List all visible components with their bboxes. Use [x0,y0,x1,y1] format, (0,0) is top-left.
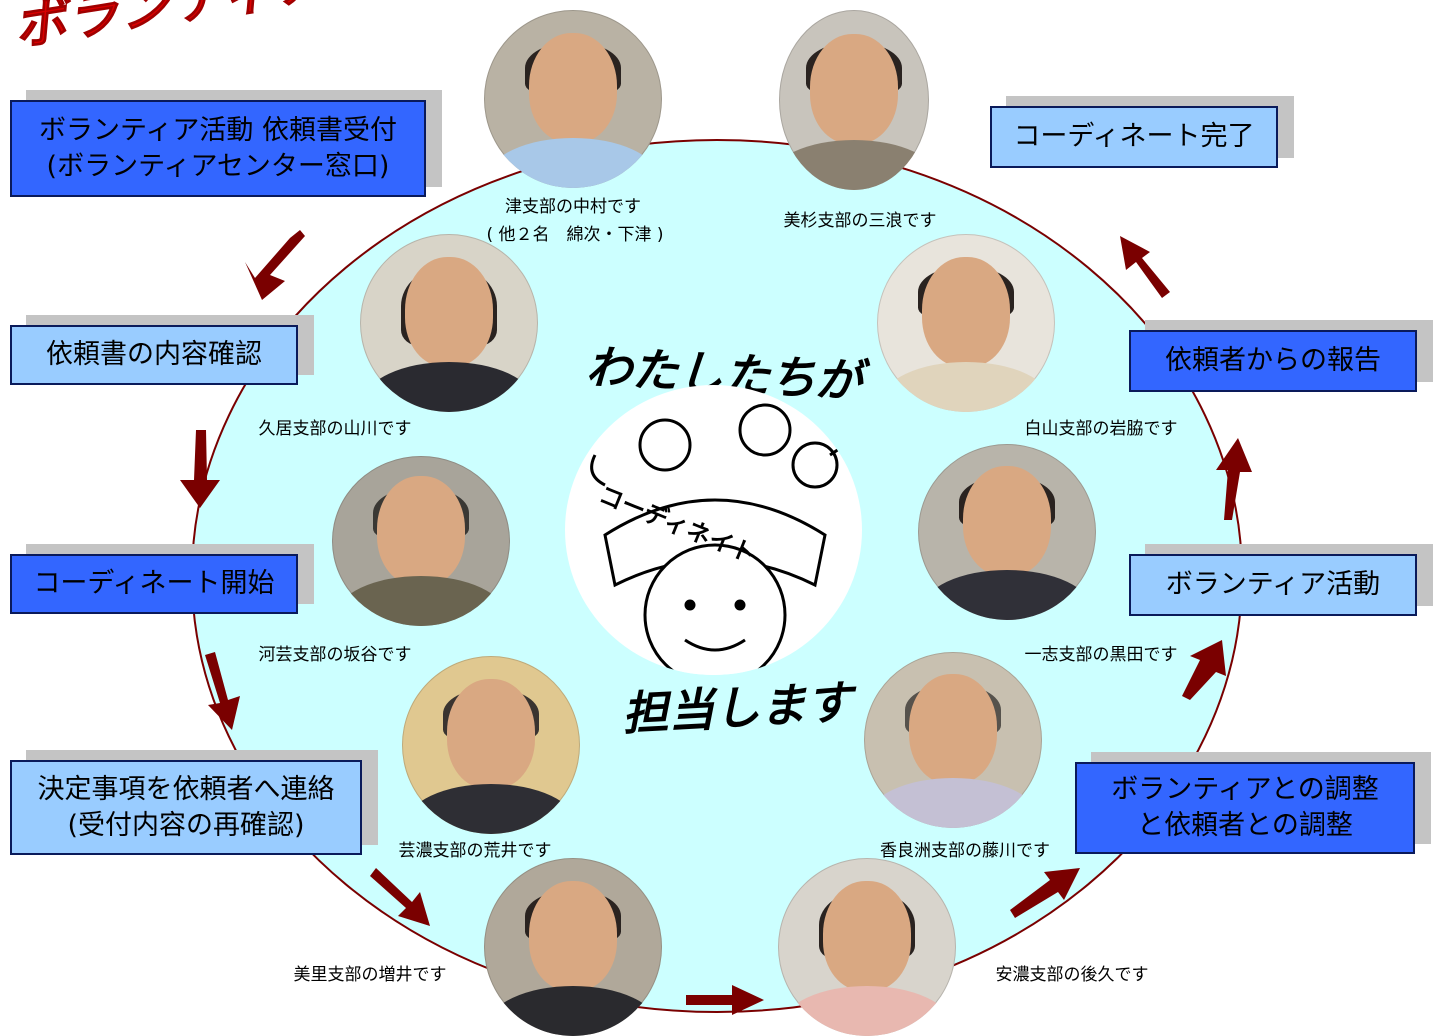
step-4-line2: (受付内容の再確認) [67,809,305,841]
center-illustration: コーディネイト [565,385,862,675]
step-7-line1: 依頼者からの報告 [1165,345,1381,376]
arrow-8 [1216,438,1252,520]
step-coordinate-complete: コーディネート完了 [990,106,1278,168]
staff-photo-kuroda [918,444,1096,620]
staff-caption-iwawaki: 白山支部の岩脇です [1024,419,1178,439]
step-2-line1: 依頼書の内容確認 [46,339,262,370]
staff-photo-iwawaki [877,234,1055,412]
step-coordinate-start: コーディネート開始 [10,554,298,614]
step-volunteer-activity: ボランティア活動 [1129,554,1417,616]
staff-photo-nakamura [484,10,662,188]
staff-photo-yamakawa [360,234,538,412]
step-adjustment: ボランティアとの調整 と依頼者との調整 [1075,762,1415,854]
staff-photo-sakatani [332,456,510,626]
arrow-2 [180,430,220,508]
arrow-3 [205,652,240,730]
step-1-line1: ボランティア活動 依頼書受付 [39,114,397,146]
arrow-5 [686,985,764,1015]
staff-caption-minami: 美杉支部の三浪です [783,211,937,231]
staff-caption-kuroda: 一志支部の黒田です [1024,645,1178,665]
coordinate-illustration [590,403,848,675]
staff-caption-yamakawa: 久居支部の山川です [258,419,412,439]
step-5-line1: ボランティアとの調整 [1111,774,1379,805]
staff-caption-arai: 芸濃支部の荒井です [398,841,552,861]
step-4-line1: 決定事項を依頼者へ連絡 [37,773,335,805]
step-request-reception: ボランティア活動 依頼書受付 (ボランティアセンター窓口) [10,100,426,197]
step-6-line1: ボランティア活動 [1165,569,1381,600]
staff-photo-masui [484,858,662,1036]
step-5-line2: と依頼者との調整 [1137,810,1353,841]
staff-caption-nakamura-others: ( 他２名 綿次・下津 ) [486,225,664,245]
staff-caption-masui: 美里支部の増井です [293,965,447,985]
staff-caption-sakatani: 河芸支部の坂谷です [258,645,412,665]
step-content-check: 依頼書の内容確認 [10,325,298,385]
arrow-1 [245,230,305,300]
staff-photo-minami [779,10,929,190]
center-bottom-text: 担当します [620,675,854,741]
arrow-6 [1010,868,1080,918]
arrow-7 [1182,640,1226,700]
staff-caption-fujikawa: 香良洲支部の藤川です [880,841,1050,861]
staff-caption-nakamura: 津支部の中村です [505,197,641,217]
step-8-line1: コーディネート完了 [1013,121,1255,152]
arrow-4 [370,868,430,926]
step-3-line1: コーディネート開始 [33,568,275,599]
staff-photo-gokyu [778,858,956,1036]
staff-photo-arai [402,656,580,834]
arrow-9 [1120,236,1170,298]
step-report: 依頼者からの報告 [1129,330,1417,392]
step-1-line2: (ボランティアセンター窓口) [46,150,390,182]
staff-caption-gokyu: 安濃支部の後久です [995,965,1149,985]
staff-photo-fujikawa [864,652,1042,828]
step-notify-requester: 決定事項を依頼者へ連絡 (受付内容の再確認) [10,760,362,855]
